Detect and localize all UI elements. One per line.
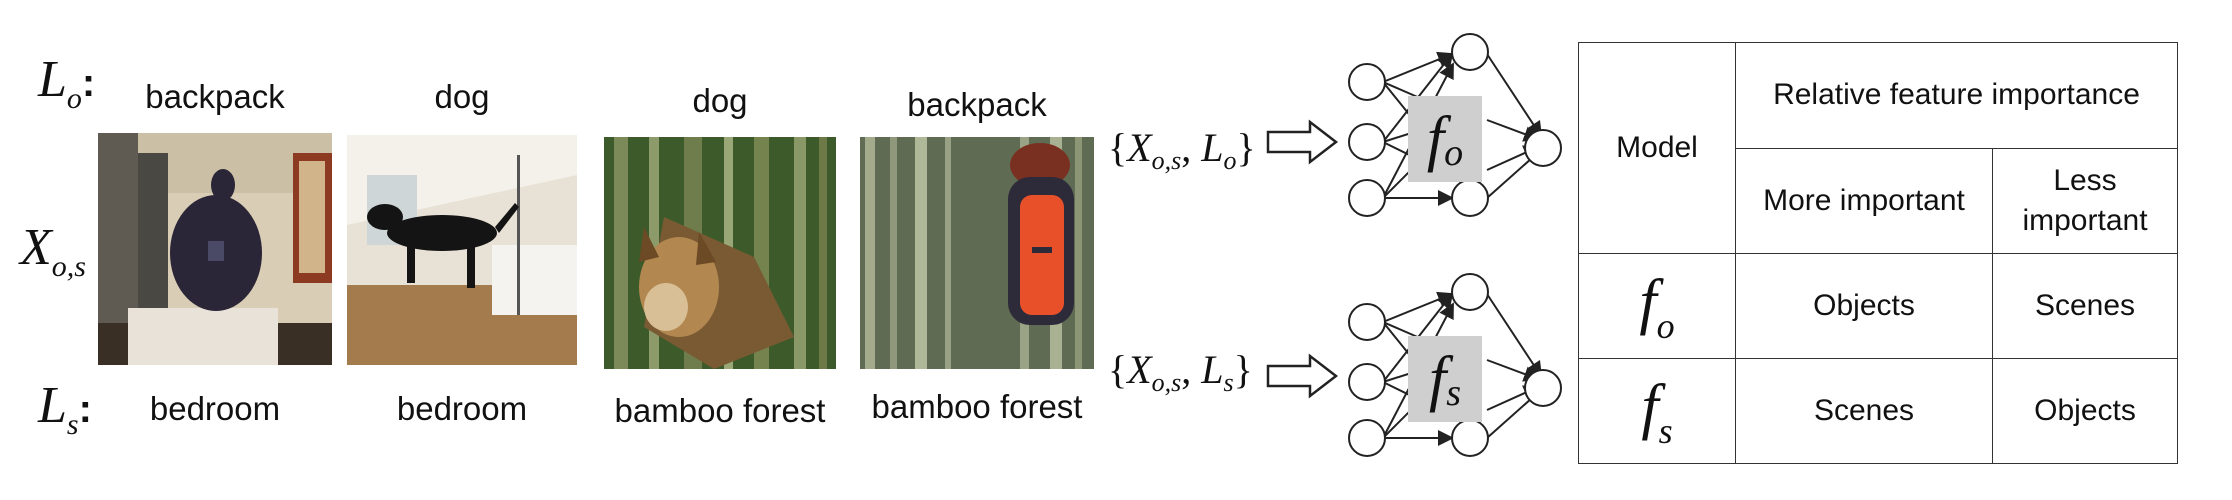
- example-image-dog-bedroom: [347, 135, 577, 365]
- table-row: fs Scenes Objects: [1578, 358, 2178, 464]
- model-cell: fo: [1578, 253, 1736, 359]
- more-important-cell: Objects: [1735, 253, 1993, 359]
- object-label-3: dog: [692, 82, 748, 119]
- scene-label-2: bedroom: [396, 390, 528, 427]
- object-label-symbol: Lo:: [38, 51, 96, 115]
- table-row: fo Objects Scenes: [1578, 253, 2178, 359]
- less-important-cell: Scenes: [1992, 253, 2178, 359]
- arrow-icon: [1266, 353, 1339, 399]
- less-important-header: Less important: [1992, 147, 2178, 254]
- arrow-icon: [1266, 119, 1339, 165]
- training-set-scenes: {Xo,s, Ls}: [1108, 347, 1253, 397]
- example-image-dog-bamboo-forest: [604, 137, 836, 369]
- neural-network-icon: [1348, 33, 1562, 217]
- object-label-2: dog: [434, 78, 490, 115]
- neural-network-icon: [1348, 273, 1562, 457]
- training-set-objects: {Xo,s, Lo}: [1108, 125, 1256, 175]
- object-label-4: backpack: [907, 86, 1047, 123]
- more-important-cell: Scenes: [1735, 358, 1993, 464]
- object-label-1: backpack: [145, 78, 285, 115]
- scene-label-symbol: Ls:: [38, 377, 92, 441]
- example-image-backpack-bedroom: [98, 133, 332, 365]
- less-important-cell: Objects: [1992, 358, 2178, 464]
- scene-label-3: bamboo forest: [614, 392, 826, 429]
- feature-importance-table: Model Relative feature importance More i…: [1578, 42, 2178, 464]
- more-important-header: More important: [1735, 147, 1993, 254]
- example-image-backpack-bamboo-forest: [860, 137, 1094, 369]
- model-cell: fs: [1578, 358, 1736, 464]
- image-symbol: Xo,s: [20, 219, 86, 283]
- scene-label-1: bedroom: [149, 390, 281, 427]
- importance-header: Relative feature importance: [1735, 42, 2178, 149]
- scene-label-4: bamboo forest: [871, 388, 1083, 425]
- model-header: Model: [1578, 42, 1736, 254]
